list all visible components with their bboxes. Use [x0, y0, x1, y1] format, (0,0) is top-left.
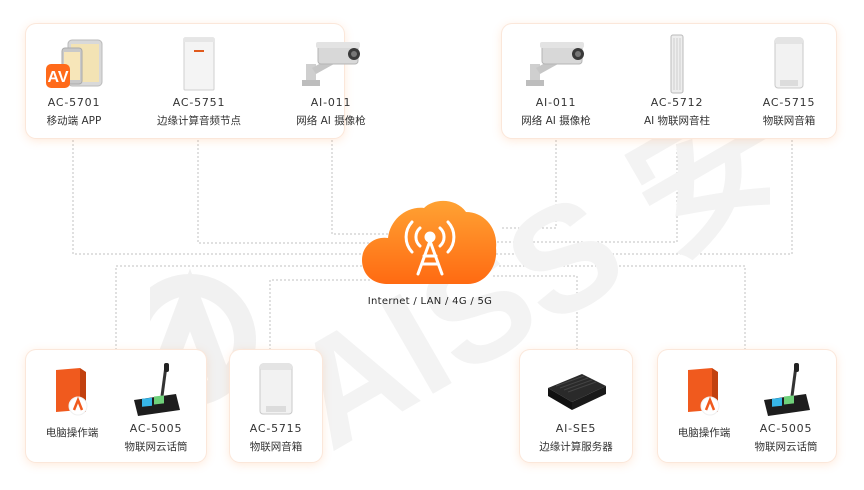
device-model: AC-5712 [650, 96, 704, 109]
device-ac-5701[interactable]: AV AC-5701 移动端 APP [28, 24, 120, 134]
network-cloud [360, 192, 500, 292]
software-box-icon [688, 368, 720, 416]
device-model: AC-5005 [759, 422, 813, 435]
device-model: AI-SE5 [555, 422, 597, 435]
device-ac-5005-right[interactable]: AC-5005 物联网云话筒 [740, 352, 832, 458]
camera-icon [302, 42, 360, 86]
device-desc: 电脑操作端 [677, 427, 731, 439]
device-desc: 移动端 APP [46, 115, 102, 127]
device-pc-client-left[interactable]: 电脑操作端 [30, 352, 114, 458]
device-model: AI-011 [310, 96, 352, 109]
speaker-icon [774, 37, 804, 89]
device-model: AC-5715 [249, 422, 303, 435]
microphone-icon [134, 363, 180, 416]
device-model: AC-5715 [762, 96, 816, 109]
device-desc: AI 物联网音柱 [643, 115, 711, 127]
column-speaker-icon [670, 34, 684, 94]
device-ac-5751[interactable]: AC-5751 边缘计算音频节点 [140, 24, 258, 134]
tablet-app-icon: AV [46, 39, 103, 88]
device-desc: 边缘计算服务器 [539, 441, 613, 453]
device-ac-5005-left[interactable]: AC-5005 物联网云话筒 [110, 352, 202, 458]
speaker-icon [259, 363, 293, 415]
device-model: AI-011 [535, 96, 577, 109]
device-ac-5715-top[interactable]: AC-5715 物联网音箱 [742, 24, 836, 134]
device-desc: 物联网云话筒 [124, 441, 188, 453]
device-desc: 电脑操作端 [45, 427, 99, 439]
device-model: AC-5701 [47, 96, 101, 109]
device-desc: 网络 AI 摄像枪 [521, 115, 591, 127]
device-ai-011-left[interactable]: AI-011 网络 AI 摄像枪 [278, 24, 384, 134]
device-model: AC-5751 [172, 96, 226, 109]
device-model: AC-5005 [129, 422, 183, 435]
device-pc-client-right[interactable]: 电脑操作端 [662, 352, 746, 458]
server-icon [548, 374, 606, 410]
camera-icon [526, 42, 584, 86]
device-ai-se5[interactable]: AI-SE5 边缘计算服务器 [520, 352, 632, 458]
device-desc: 物联网音箱 [249, 441, 303, 453]
device-ac-5715-bottom[interactable]: AC-5715 物联网音箱 [230, 352, 322, 458]
network-label: Internet / LAN / 4G / 5G [367, 296, 493, 307]
svg-text:AV: AV [47, 69, 68, 86]
software-box-icon [56, 368, 88, 416]
device-ac-5712[interactable]: AC-5712 AI 物联网音柱 [626, 24, 728, 134]
device-desc: 边缘计算音频节点 [157, 115, 241, 127]
device-ai-011-right[interactable]: AI-011 网络 AI 摄像枪 [504, 24, 608, 134]
device-desc: 网络 AI 摄像枪 [296, 115, 366, 127]
microphone-icon [764, 363, 810, 416]
device-desc: 物联网音箱 [762, 115, 816, 127]
audio-node-icon [183, 37, 215, 91]
cloud-icon [362, 200, 497, 284]
device-desc: 物联网云话筒 [754, 441, 818, 453]
